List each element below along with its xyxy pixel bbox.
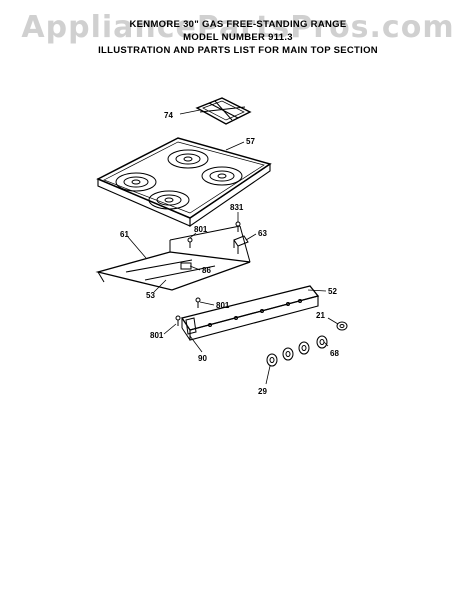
surface-burner (167, 149, 209, 169)
surface-burner (201, 166, 243, 186)
header-line-2: MODEL NUMBER 911.3 (183, 32, 293, 43)
part-number-57: 57 (246, 137, 255, 146)
watermark: AppliancePartsPros.com (21, 10, 455, 45)
part-number-53: 53 (146, 291, 155, 300)
burner-grate (195, 97, 252, 125)
bracket (233, 235, 249, 254)
part-number-29: 29 (258, 387, 267, 396)
header-line-1: KENMORE 30" GAS FREE-STANDING RANGE (129, 19, 347, 30)
part-number-21: 21 (316, 311, 325, 320)
part-number-74: 74 (164, 111, 173, 120)
main-cooktop (96, 137, 272, 228)
part-number-801: 801 (216, 301, 230, 310)
part-number-86: 86 (202, 266, 211, 275)
surface-burner (148, 190, 190, 210)
control-knob (336, 321, 348, 331)
part-number-61: 61 (120, 230, 129, 239)
part-number-801: 801 (150, 331, 164, 340)
control-knob (266, 353, 278, 367)
leader-lines (127, 109, 339, 385)
diagram-header: KENMORE 30" GAS FREE-STANDING RANGE MODE… (0, 18, 476, 57)
part-number-63: 63 (258, 229, 267, 238)
control-knob (282, 347, 294, 361)
part-number-831: 831 (230, 203, 244, 212)
part-number-52: 52 (328, 287, 337, 296)
control-knob (298, 341, 310, 355)
part-number-801: 801 (194, 225, 208, 234)
screw (187, 237, 193, 248)
mounting-bracket (185, 317, 197, 335)
screw (195, 297, 201, 308)
screw (175, 315, 181, 326)
surface-burner (115, 172, 157, 192)
part-number-90: 90 (198, 354, 207, 363)
control-knob (316, 335, 328, 349)
spring-clip (180, 262, 192, 270)
part-number-68: 68 (330, 349, 339, 358)
burner-box (95, 225, 251, 291)
header-line-3: ILLUSTRATION AND PARTS LIST FOR MAIN TOP… (98, 45, 378, 56)
manifold-panel (180, 285, 320, 341)
